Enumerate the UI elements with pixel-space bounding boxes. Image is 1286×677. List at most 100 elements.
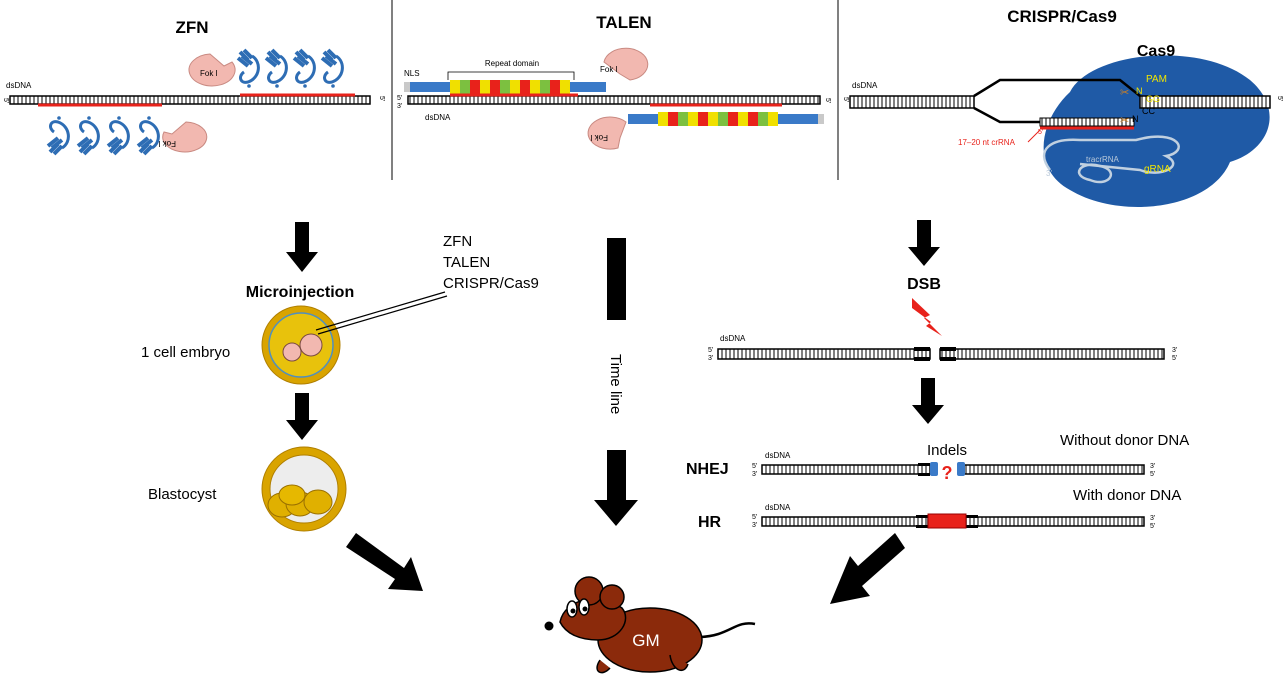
zfn-dsdna (9, 95, 371, 105)
pam-n2: N (1132, 114, 1139, 124)
pam-cc: CC (1142, 106, 1155, 116)
svg-text:Fok I: Fok I (600, 65, 618, 74)
svg-text:dsDNA: dsDNA (765, 503, 791, 512)
svg-text:Fok I: Fok I (200, 69, 218, 78)
talen-nls-top (404, 82, 410, 92)
arrow-diagonal-icon-left (346, 533, 423, 591)
mouse-ear-front (599, 584, 625, 610)
svg-text:3': 3' (1150, 515, 1155, 522)
svg-text:3': 3' (1150, 463, 1155, 470)
crispr-end-left: 5' (842, 97, 849, 102)
svg-text:5': 5' (1150, 523, 1155, 530)
scissors-icon-top: ✂ (1120, 87, 1129, 99)
zfn-fok-i-bottom: Fok I (158, 121, 208, 153)
crispr-dsdna-right (1139, 95, 1271, 109)
repair-pathways: DSB dsDNA 5' 3' 3' 5' Indels Without don… (686, 220, 1189, 604)
svg-text:5': 5' (752, 463, 757, 470)
svg-text:3': 3' (1172, 347, 1177, 354)
lightning-bolt-icon (912, 298, 942, 336)
blastocyst-label: Blastocyst (148, 486, 217, 503)
hr-dsdna-left (761, 516, 929, 527)
workflow-left: Microinjection ZFN TALEN CRISPR/Cas9 1 c… (141, 222, 539, 591)
reagent-zfn: ZFN (443, 233, 472, 250)
donor-insert (927, 513, 967, 529)
svg-text:5': 5' (1172, 355, 1177, 362)
indels-label: Indels (927, 442, 967, 459)
nhej-dsdna-left (761, 464, 931, 475)
svg-text:5': 5' (1150, 471, 1155, 478)
crrna-5prime: 5' (1038, 129, 1043, 136)
svg-text:dsDNA: dsDNA (765, 451, 791, 460)
reagent-talen: TALEN (443, 254, 490, 271)
microinjection-label: Microinjection (246, 284, 354, 301)
svg-text:Fok I: Fok I (158, 139, 176, 148)
talen-fok-i-top: Fok I (600, 47, 649, 81)
talen-fok-i-bottom: Fok I (587, 116, 627, 150)
svg-text:Fok I: Fok I (590, 133, 608, 142)
pam-n: N (1136, 86, 1143, 96)
talen-nls-bottom (818, 114, 824, 124)
talen-repeats-bottom (658, 112, 778, 126)
dsb-dsdna-left (717, 348, 931, 360)
tracrrna-3prime: 3' (1046, 169, 1052, 178)
crrna-label: 17–20 nt crRNA (958, 138, 1016, 147)
talen-end-right: 5' (824, 98, 831, 103)
one-cell-embryo-label: 1 cell embryo (141, 344, 230, 361)
arrow-down-icon-3 (908, 220, 940, 266)
zfn-panel: ZFN dsDNA 5' 5' Fok I Fok I (2, 18, 385, 154)
svg-text:3': 3' (708, 355, 713, 362)
mouse-tail (699, 622, 756, 639)
repeat-domain-bracket (447, 71, 575, 80)
zinc-finger-array-top (238, 50, 342, 88)
gm-mouse: GM (544, 576, 756, 674)
mouse-ear-back (574, 576, 604, 606)
talen-nls-label: NLS (404, 69, 420, 78)
zfn-fok-i-top: Fok I (188, 53, 236, 87)
crispr-panel: CRISPR/Cas9 Cas9 dsDNA 5' 5' ✂ ✂ PAM N G… (842, 7, 1283, 207)
blastocyst (261, 446, 347, 532)
micropipette (315, 291, 446, 331)
talen-end-5: 5' (397, 95, 402, 102)
scissors-icon-bottom: ✂ (1120, 115, 1129, 127)
talen-repeat-domain-label: Repeat domain (485, 59, 539, 68)
talen-repeats-top (450, 80, 570, 94)
dsb-dsdna-label: dsDNA (720, 334, 746, 343)
talen-dsdna (407, 95, 821, 105)
crispr-title: CRISPR/Cas9 (1007, 7, 1117, 26)
talen-end-3: 3' (397, 103, 402, 110)
arrow-down-icon-4 (912, 378, 944, 424)
hr-label: HR (698, 514, 722, 531)
tracrrna-label: tracrRNA (1086, 155, 1120, 164)
hr-dsdna-right (965, 516, 1145, 527)
pam-label: PAM (1146, 74, 1167, 85)
indel-left (930, 462, 938, 476)
zinc-finger-array-bottom (48, 116, 158, 154)
svg-text:5': 5' (752, 514, 757, 521)
cas9-label: Cas9 (1137, 43, 1175, 60)
dsb-label: DSB (907, 276, 941, 293)
crispr-displaced-strand (973, 78, 1141, 98)
arrow-down-icon (286, 222, 318, 272)
svg-text:3': 3' (752, 471, 757, 478)
arrow-down-icon-2 (286, 393, 318, 440)
crispr-target-duplex (1039, 117, 1135, 127)
crispr-end-right: 5' (1276, 96, 1283, 101)
mouse-leg-front (596, 659, 611, 674)
pam-gg: GG (1146, 94, 1160, 104)
gm-label: GM (632, 631, 659, 650)
talen-title: TALEN (596, 13, 651, 32)
crispr-dsdna-label: dsDNA (852, 81, 878, 90)
without-donor-label: Without donor DNA (1060, 432, 1189, 449)
crispr-dsdna-left (849, 95, 975, 109)
question-mark: ? (942, 463, 953, 483)
zfn-dsdna-label: dsDNA (6, 81, 32, 90)
zfn-end-left: 5' (2, 98, 9, 103)
one-cell-embryo (261, 305, 341, 385)
time-line-label: Time line (607, 354, 624, 414)
talen-panel: TALEN NLS Repeat domain Fok I (397, 13, 831, 150)
reagent-crispr: CRISPR/Cas9 (443, 275, 539, 292)
dsb-dsdna-right (939, 348, 1165, 360)
nhej-dsdna-right (961, 464, 1145, 475)
